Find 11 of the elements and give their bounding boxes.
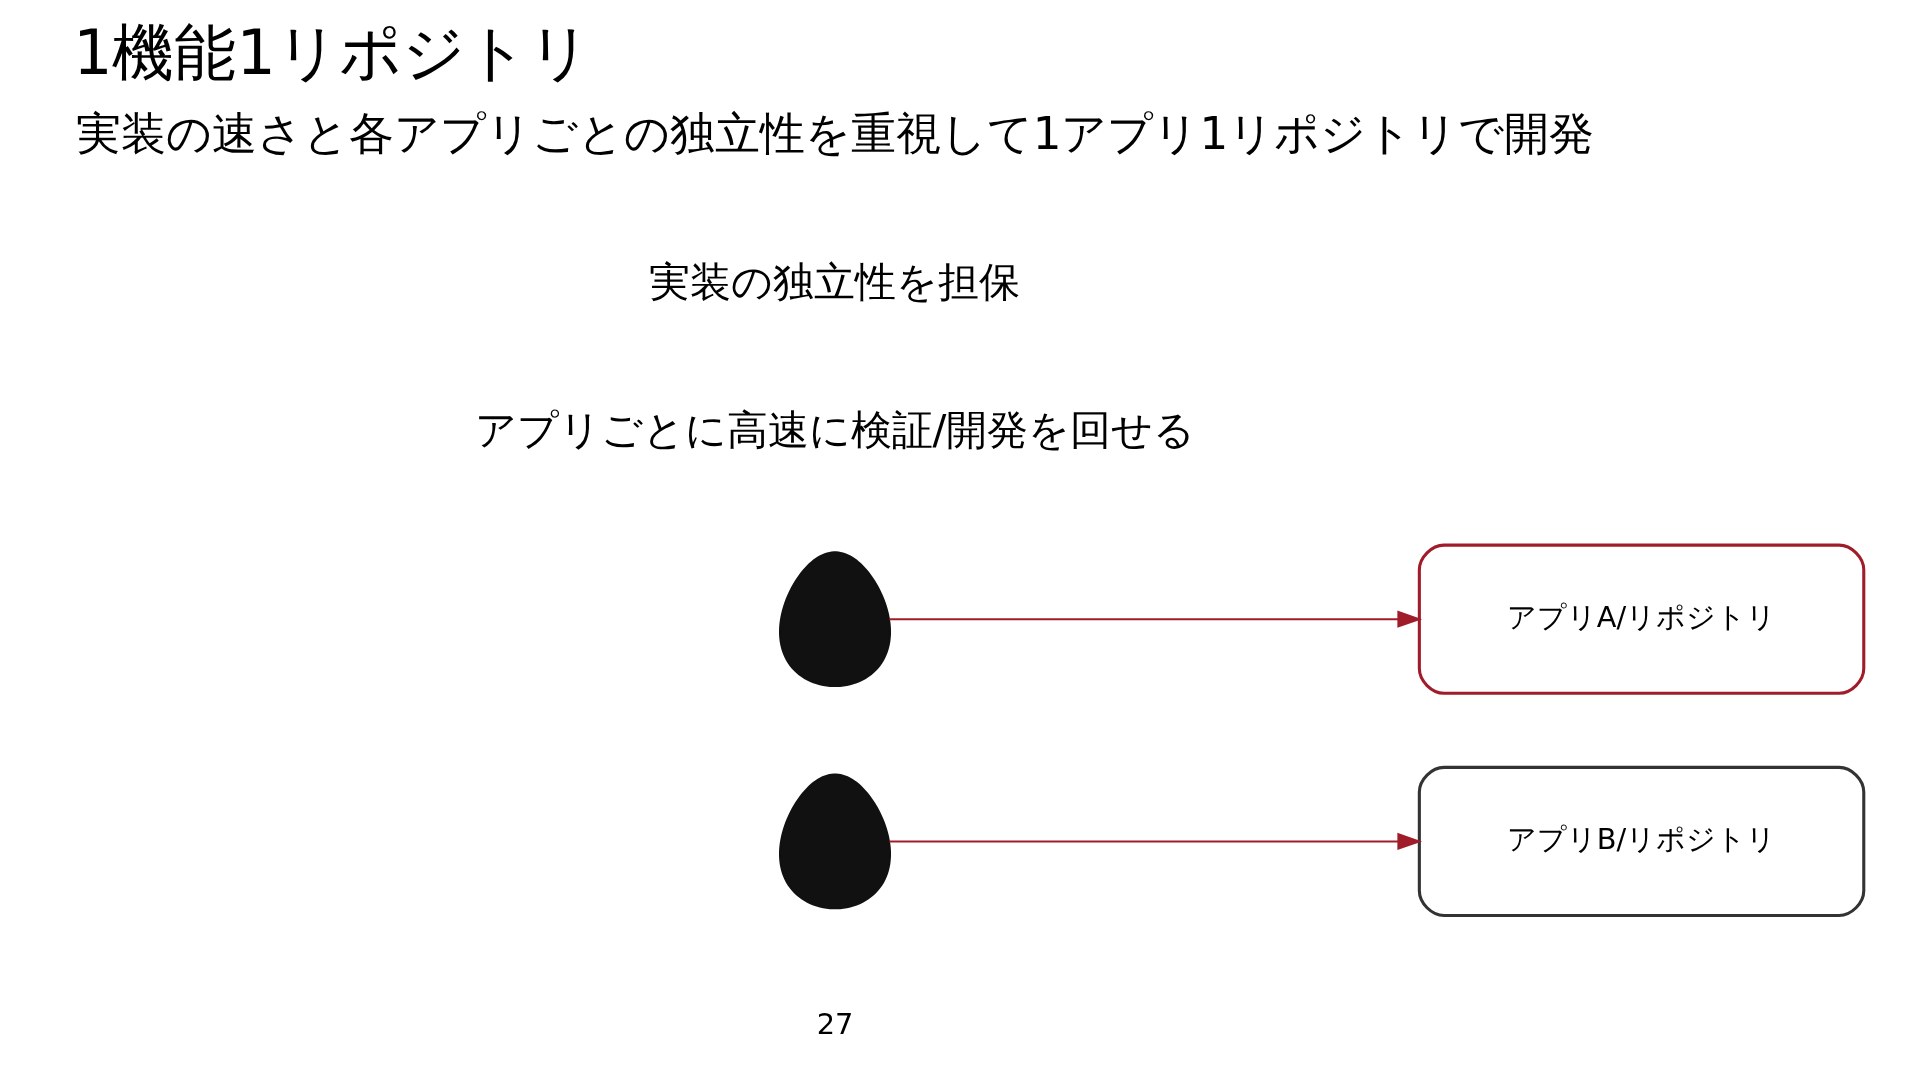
node-person — [779, 773, 892, 910]
label: 27 — [816, 1007, 854, 1042]
node-box: アプリA/リポジトリ — [1417, 543, 1866, 695]
label: 実装の独立性を担保 — [649, 258, 1021, 307]
diagram-title: 1機能1リポジトリ — [73, 16, 591, 89]
arrow — [889, 832, 1423, 851]
label: アプリごとに高速に検証/開発を回せる — [474, 406, 1196, 455]
label: 実装の速さと各アプリごとの独立性を重視して1アプリ1リポジトリで開発 — [75, 107, 1595, 161]
node-box: アプリB/リポジトリ — [1417, 765, 1866, 918]
arrow — [889, 610, 1423, 628]
node-person — [779, 551, 892, 688]
